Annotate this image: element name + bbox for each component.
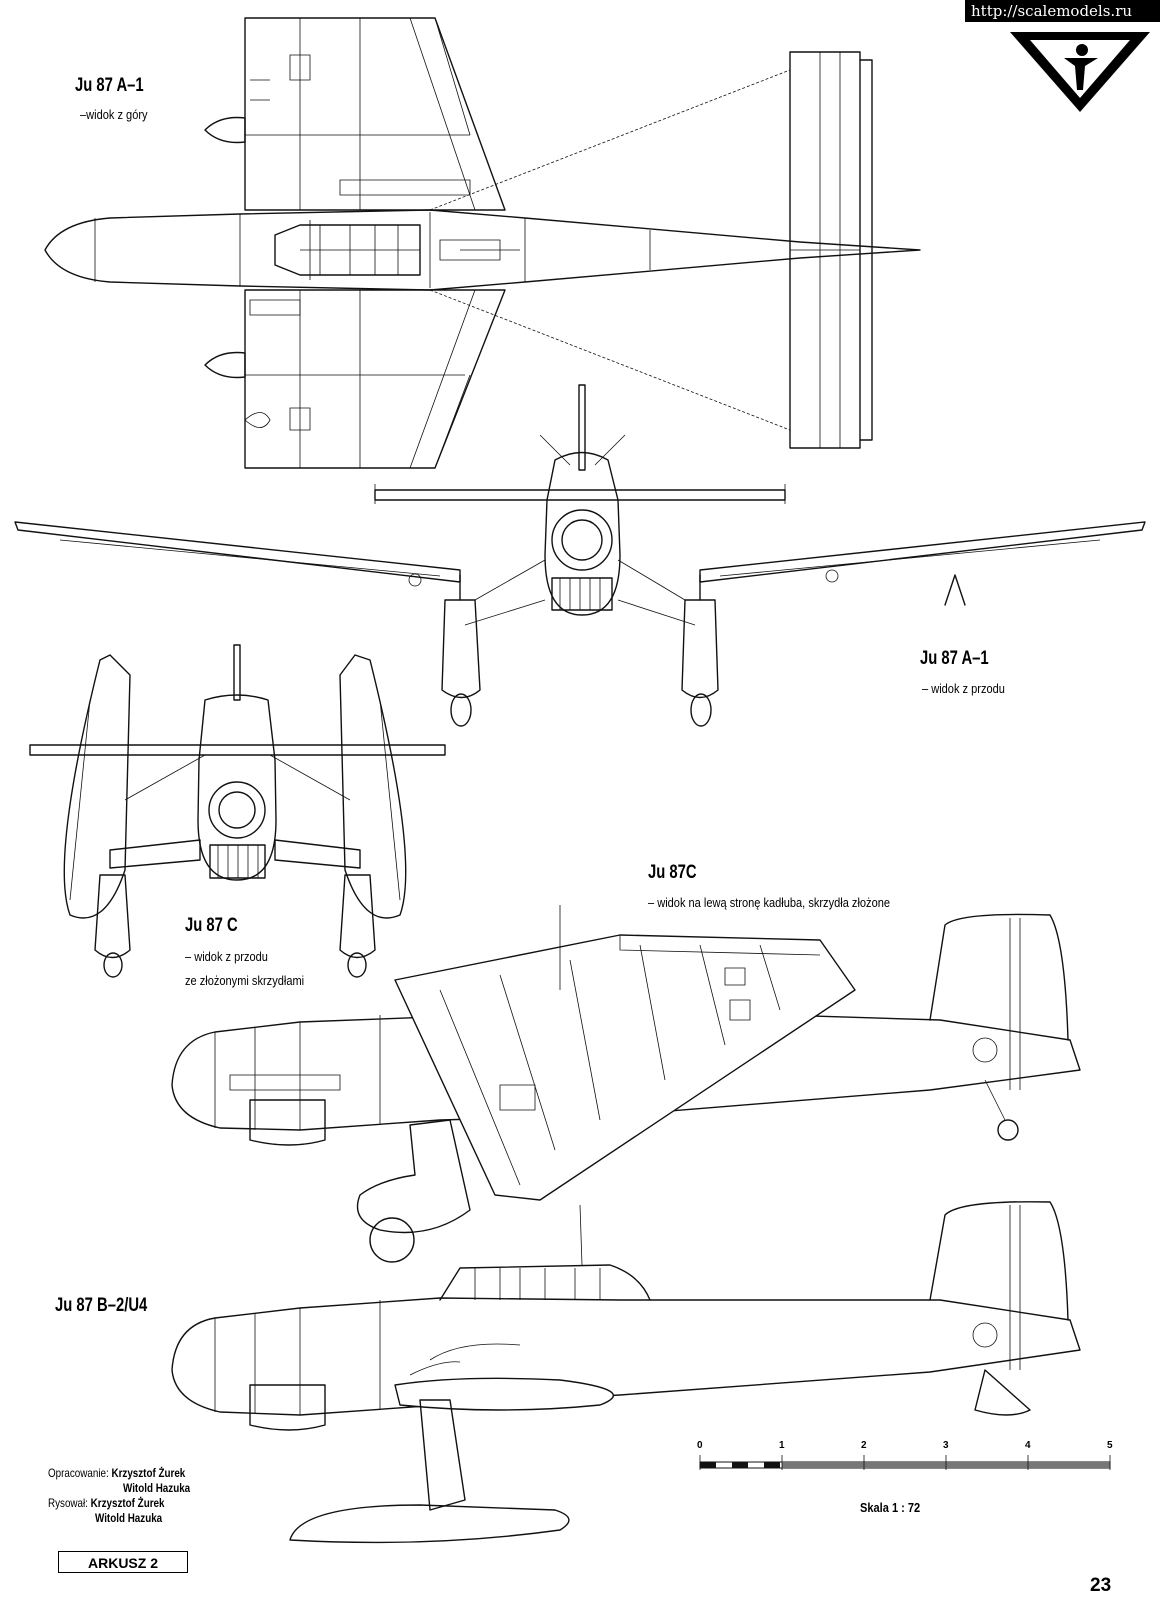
- scale-tick-4: 4: [1025, 1440, 1031, 1451]
- drawn-by-1: Krzysztof Żurek: [90, 1496, 165, 1510]
- side-view-b2-drawing: [171, 1201, 1081, 1544]
- prepared-by-1: Krzysztof Żurek: [111, 1466, 186, 1480]
- front-view-a1-subtitle: – widok z przodu: [922, 681, 1005, 696]
- scale-tick-2: 2: [861, 1440, 867, 1451]
- top-view-title: Ju 87 A–1: [75, 75, 144, 96]
- page-number: 23: [1090, 1575, 1112, 1596]
- drawn-label: Rysował:: [48, 1496, 88, 1510]
- side-view-c-title: Ju 87C: [648, 862, 697, 883]
- scale-tick-5: 5: [1107, 1440, 1113, 1451]
- scale-tick-1: 1: [779, 1440, 785, 1451]
- scale-label: Skala 1 : 72: [860, 1500, 921, 1515]
- scale-bar: [699, 1455, 1111, 1470]
- front-view-c-subtitle-2: ze złożonymi skrzydłami: [185, 973, 305, 988]
- source-url: http://scalemodels.ru: [965, 0, 1160, 22]
- side-view-c-drawing: [171, 905, 1081, 1263]
- side-view-c-subtitle: – widok na lewą stronę kadłuba, skrzydła…: [648, 895, 891, 910]
- side-view-b2-title: Ju 87 B–2/U4: [55, 1295, 148, 1316]
- front-view-a1-drawing: [14, 384, 1146, 727]
- front-view-c-drawing: [29, 644, 446, 978]
- top-view-subtitle: –widok z góry: [80, 107, 148, 122]
- credits-drawn-2: Witold Hazuka: [95, 1511, 162, 1526]
- scale-tick-0: 0: [697, 1440, 703, 1451]
- scale-tick-3: 3: [943, 1440, 949, 1451]
- credits-drawn: Rysował: Krzysztof Żurek: [48, 1496, 164, 1511]
- credits-prepared: Opracowanie: Krzysztof Żurek: [48, 1466, 185, 1481]
- top-view-drawing: [44, 17, 921, 469]
- triangle-figure-logo-icon: [1010, 32, 1150, 112]
- sheet-label: ARKUSZ 2: [58, 1551, 188, 1573]
- credits-prepared-2: Witold Hazuka: [123, 1481, 190, 1496]
- front-view-c-subtitle-1: – widok z przodu: [185, 949, 268, 964]
- prepared-label: Opracowanie:: [48, 1466, 109, 1480]
- front-view-c-title: Ju 87 C: [185, 915, 238, 936]
- front-view-a1-title: Ju 87 A–1: [920, 648, 989, 669]
- prepared-by-2: Witold Hazuka: [123, 1481, 191, 1495]
- drawn-by-2: Witold Hazuka: [95, 1511, 163, 1525]
